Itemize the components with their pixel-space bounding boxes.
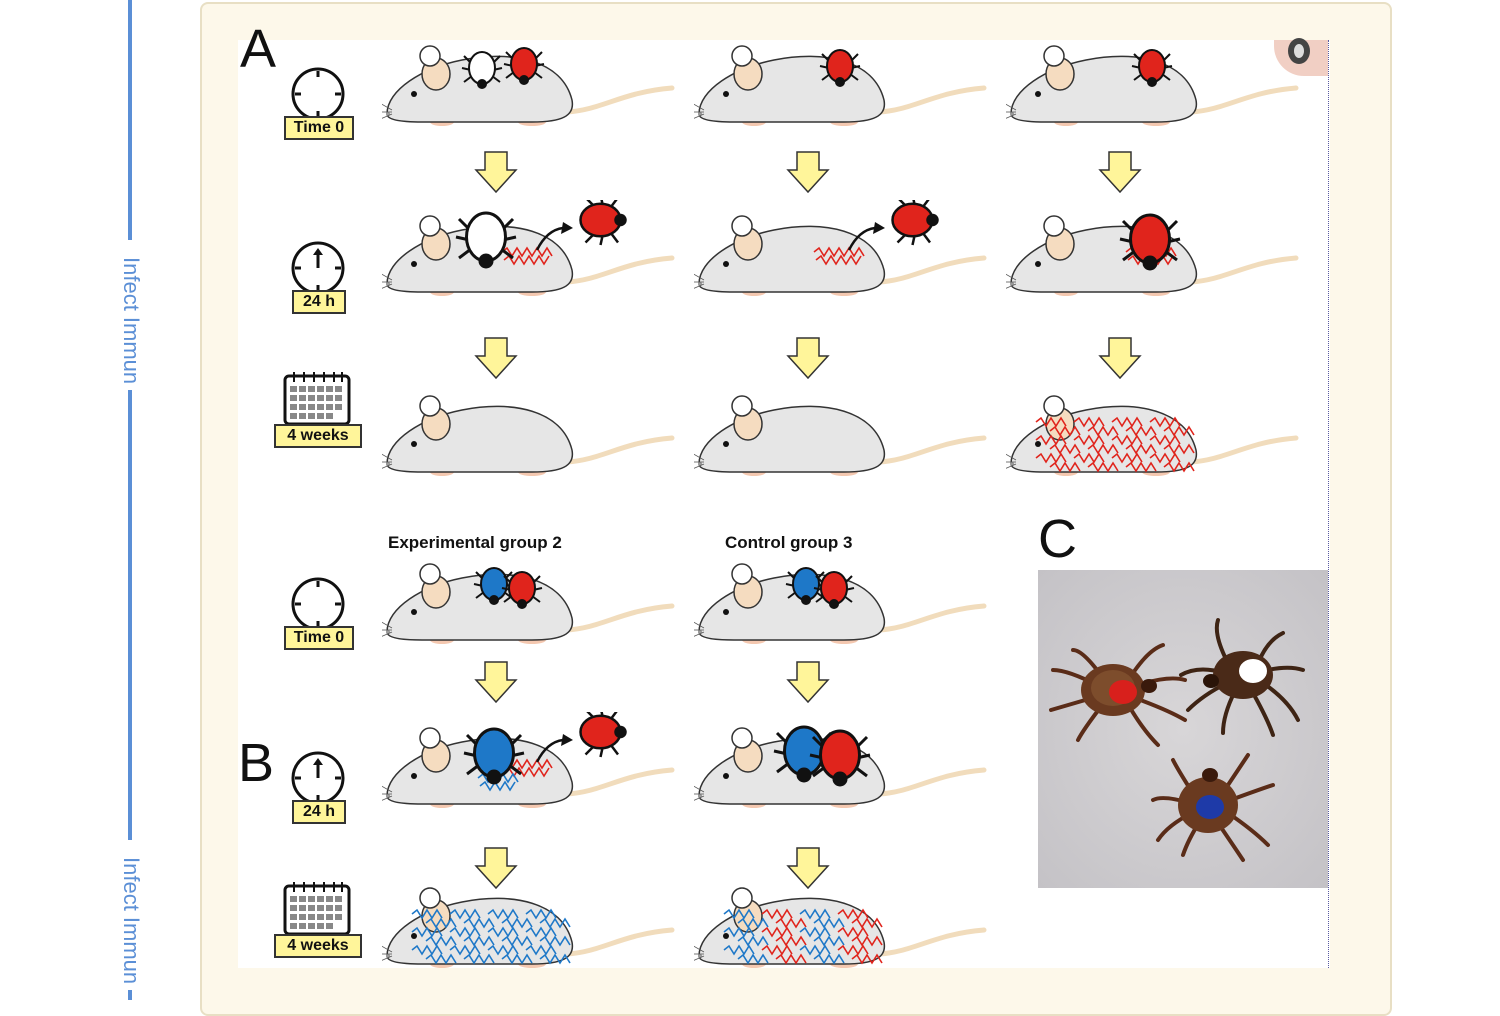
mouse <box>382 215 675 296</box>
mouse-b-ctrl-24h <box>694 725 987 808</box>
arrow-down-a-row2-col1 <box>474 337 518 380</box>
clock-icon <box>291 577 345 631</box>
arrow-down-a-row2-col3 <box>1098 337 1142 380</box>
tick-red-detached <box>579 712 627 758</box>
mouse-a-1-4w <box>382 395 675 476</box>
mouse-a-1-24h <box>382 200 675 296</box>
group-title-control-3: Control group 3 <box>725 533 853 552</box>
tick-blue <box>463 727 525 785</box>
clock-icon <box>291 751 345 805</box>
time-label-b-t0: Time 0 <box>284 626 354 650</box>
panel-label-a: A <box>240 19 277 72</box>
tick-red-detached <box>579 200 627 246</box>
tick-white <box>455 211 517 269</box>
tick-blue <box>473 567 515 605</box>
zoom-icon <box>1288 38 1310 64</box>
sidebar-line-middle <box>128 390 132 840</box>
mouse <box>382 395 675 476</box>
arrow-down-b-row1-col1 <box>474 661 518 704</box>
arrow-down-b-row2-col2 <box>786 847 830 890</box>
mouse <box>382 727 675 808</box>
mouse-a-3-t0 <box>1006 45 1299 126</box>
mouse-a-2-24h <box>694 200 987 296</box>
calendar-icon <box>283 372 351 426</box>
mouse-b-exp-4w <box>382 887 675 968</box>
clock-icon <box>291 241 345 295</box>
time-label-a-4weeks: 4 weeks <box>274 424 362 448</box>
time-label-a-t0: Time 0 <box>284 116 354 140</box>
arrow-down-b-row2-col1 <box>474 847 518 890</box>
sidebar-line-bottom <box>128 990 132 1000</box>
mouse-a-3-24h <box>1006 213 1299 296</box>
clock-icon <box>291 67 345 121</box>
mouse-a-2-4w <box>694 395 987 476</box>
tick-red-detached <box>891 200 939 246</box>
group-title-experimental-2: Experimental group 2 <box>388 533 562 552</box>
tick-red <box>503 47 545 85</box>
time-label-a-24h: 24 h <box>292 290 346 314</box>
mouse-a-2-t0 <box>694 45 987 126</box>
arrow-down-a-row1-col2 <box>786 151 830 194</box>
calendar-icon <box>283 882 351 936</box>
mouse <box>382 887 675 968</box>
time-label-b-24h: 24 h <box>292 800 346 824</box>
panel-label-c: C <box>1038 509 1077 569</box>
arrow-down-a-row2-col2 <box>786 337 830 380</box>
mouse-a-1-t0 <box>382 45 675 126</box>
mouse-b-ctrl-t0 <box>694 563 987 644</box>
tick-blue <box>785 567 827 605</box>
figure-edge <box>1328 40 1329 968</box>
tick-red <box>813 571 855 609</box>
photo-tick-white <box>1179 618 1305 737</box>
journal-label-top[interactable]: Infect Immun <box>116 240 146 402</box>
tick-red <box>819 49 861 87</box>
arrow-down-a-row1-col1 <box>474 151 518 194</box>
mouse-b-exp-24h <box>382 712 675 808</box>
mouse-b-ctrl-4w <box>694 887 987 968</box>
arrow-down-a-row1-col3 <box>1098 151 1142 194</box>
mouse <box>1006 395 1299 476</box>
tick-red <box>809 729 871 787</box>
tick-red <box>1119 213 1181 271</box>
mouse <box>694 395 987 476</box>
tick-photo <box>1038 570 1328 888</box>
photo-tick-blue <box>1151 753 1275 862</box>
zoom-button[interactable] <box>1274 38 1328 76</box>
panel-label-b: B <box>238 733 275 793</box>
photo-tick-red <box>1049 643 1187 747</box>
sidebar-line-top <box>128 0 132 240</box>
mouse <box>694 215 987 296</box>
tick-red <box>501 571 543 609</box>
time-label-b-4weeks: 4 weeks <box>274 934 362 958</box>
tick-white <box>461 51 503 89</box>
mouse-a-3-4w <box>1006 395 1299 476</box>
arrow-down-b-row1-col2 <box>786 661 830 704</box>
mouse <box>694 887 987 968</box>
mouse-b-exp-t0 <box>382 563 675 644</box>
journal-label-bottom[interactable]: Infect Immun <box>116 840 146 1002</box>
tick-photo-drawing <box>1049 618 1305 862</box>
tick-red <box>1131 49 1173 87</box>
